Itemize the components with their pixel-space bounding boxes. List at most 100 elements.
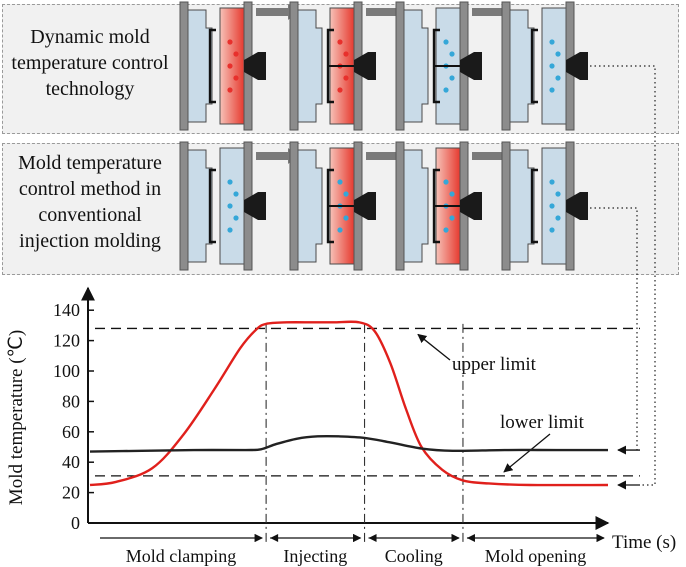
nozzle: [566, 52, 588, 80]
channel-dot: [549, 227, 555, 233]
channel-dot: [555, 75, 561, 81]
channel-dot: [227, 39, 233, 45]
lower-limit-pointer: [503, 433, 551, 473]
lower-limit-label: lower limit: [500, 412, 585, 433]
dynamic-connector: [590, 65, 656, 486]
y-tick-label: 100: [53, 361, 80, 381]
channel-dot: [337, 87, 343, 93]
dynamic-mold-stage: [395, 1, 482, 131]
channel-dot: [549, 87, 555, 93]
conventional-mold-stage: [395, 141, 482, 271]
left-platen: [395, 1, 405, 131]
cavity: [208, 168, 216, 244]
channel-dot: [449, 51, 455, 57]
channel-dot: [449, 191, 455, 197]
channel-dot: [227, 63, 233, 69]
cavity: [208, 28, 216, 104]
mold-schematics: [179, 1, 588, 271]
movable-half: [403, 149, 429, 263]
y-axis-label: Mold temperature (℃): [6, 330, 27, 505]
channel-dot: [233, 191, 239, 197]
nozzle: [244, 52, 266, 80]
conventional-method-label: Mold temperature control method in conve…: [18, 152, 162, 252]
channel-dot: [233, 215, 239, 221]
phase-label: Mold clamping: [126, 546, 237, 566]
channel-dot: [227, 203, 233, 209]
upper-limit-pointer: [417, 333, 451, 361]
left-platen: [289, 141, 299, 271]
channel-dot: [443, 87, 449, 93]
channel-dot: [549, 39, 555, 45]
channel-dot: [233, 51, 239, 57]
phase-label: Injecting: [283, 546, 347, 566]
fixed-half: [541, 7, 567, 125]
upper-limit-label: upper limit: [452, 354, 537, 375]
y-tick-label: 20: [62, 483, 80, 503]
movable-half: [187, 149, 213, 263]
left-platen: [501, 141, 511, 271]
cavity: [530, 28, 538, 104]
channel-dot: [443, 39, 449, 45]
channel-dot: [343, 215, 349, 221]
nozzle: [460, 52, 482, 80]
nozzle: [460, 192, 482, 220]
channel-dot: [227, 179, 233, 185]
channel-dot: [233, 75, 239, 81]
channel-dot: [555, 51, 561, 57]
movable-half: [509, 149, 535, 263]
y-tick-label: 140: [53, 300, 80, 320]
movable-half: [187, 9, 213, 123]
channel-dot: [555, 191, 561, 197]
channel-dot: [343, 191, 349, 197]
y-tick-label: 120: [53, 331, 80, 351]
x-axis-label: Time (s): [612, 532, 676, 553]
movable-half: [509, 9, 535, 123]
left-platen: [289, 1, 299, 131]
channel-dot: [337, 227, 343, 233]
channel-dot: [443, 227, 449, 233]
y-tick-label: 0: [71, 513, 80, 533]
y-tick-label: 40: [62, 452, 80, 472]
nozzle: [566, 192, 588, 220]
conventional-mold-stage: [501, 141, 588, 271]
dynamic-temperature-curve: [89, 320, 609, 487]
channel-dot: [443, 179, 449, 185]
channel-dot: [227, 227, 233, 233]
dynamic-method-label: Dynamic mold temperature control technol…: [11, 26, 169, 100]
channel-dot: [449, 75, 455, 81]
nozzle: [244, 192, 266, 220]
dynamic-mold-stage: [289, 1, 376, 131]
phase-span-start: [270, 534, 279, 542]
channel-dot: [337, 39, 343, 45]
nozzle: [354, 52, 376, 80]
stage-arrow: [256, 148, 298, 164]
nozzle: [354, 192, 376, 220]
conventional-mold-stage: [289, 141, 376, 271]
channel-dot: [555, 215, 561, 221]
conventional-mold-stage: [179, 141, 266, 271]
phase-label: Cooling: [385, 546, 443, 566]
channel-dot: [343, 51, 349, 57]
movable-half: [403, 9, 429, 123]
phase-span-start: [368, 534, 377, 542]
y-tick-label: 60: [62, 422, 80, 442]
channel-dot: [337, 179, 343, 185]
dynamic-mold-stage: [501, 1, 588, 131]
movable-half: [297, 149, 323, 263]
left-platen: [179, 1, 189, 131]
phase-span-start: [466, 534, 475, 542]
channel-dot: [549, 203, 555, 209]
left-platen: [395, 141, 405, 271]
dynamic-mold-stage: [179, 1, 266, 131]
stage-arrow: [256, 4, 298, 20]
movable-half: [297, 9, 323, 123]
phase-label: Mold opening: [485, 546, 587, 566]
conventional-connector: [590, 207, 640, 451]
conventional-temperature-curve: [89, 434, 608, 453]
left-platen: [179, 141, 189, 271]
channel-dot: [227, 87, 233, 93]
channel-dot: [549, 179, 555, 185]
channel-dot: [449, 215, 455, 221]
